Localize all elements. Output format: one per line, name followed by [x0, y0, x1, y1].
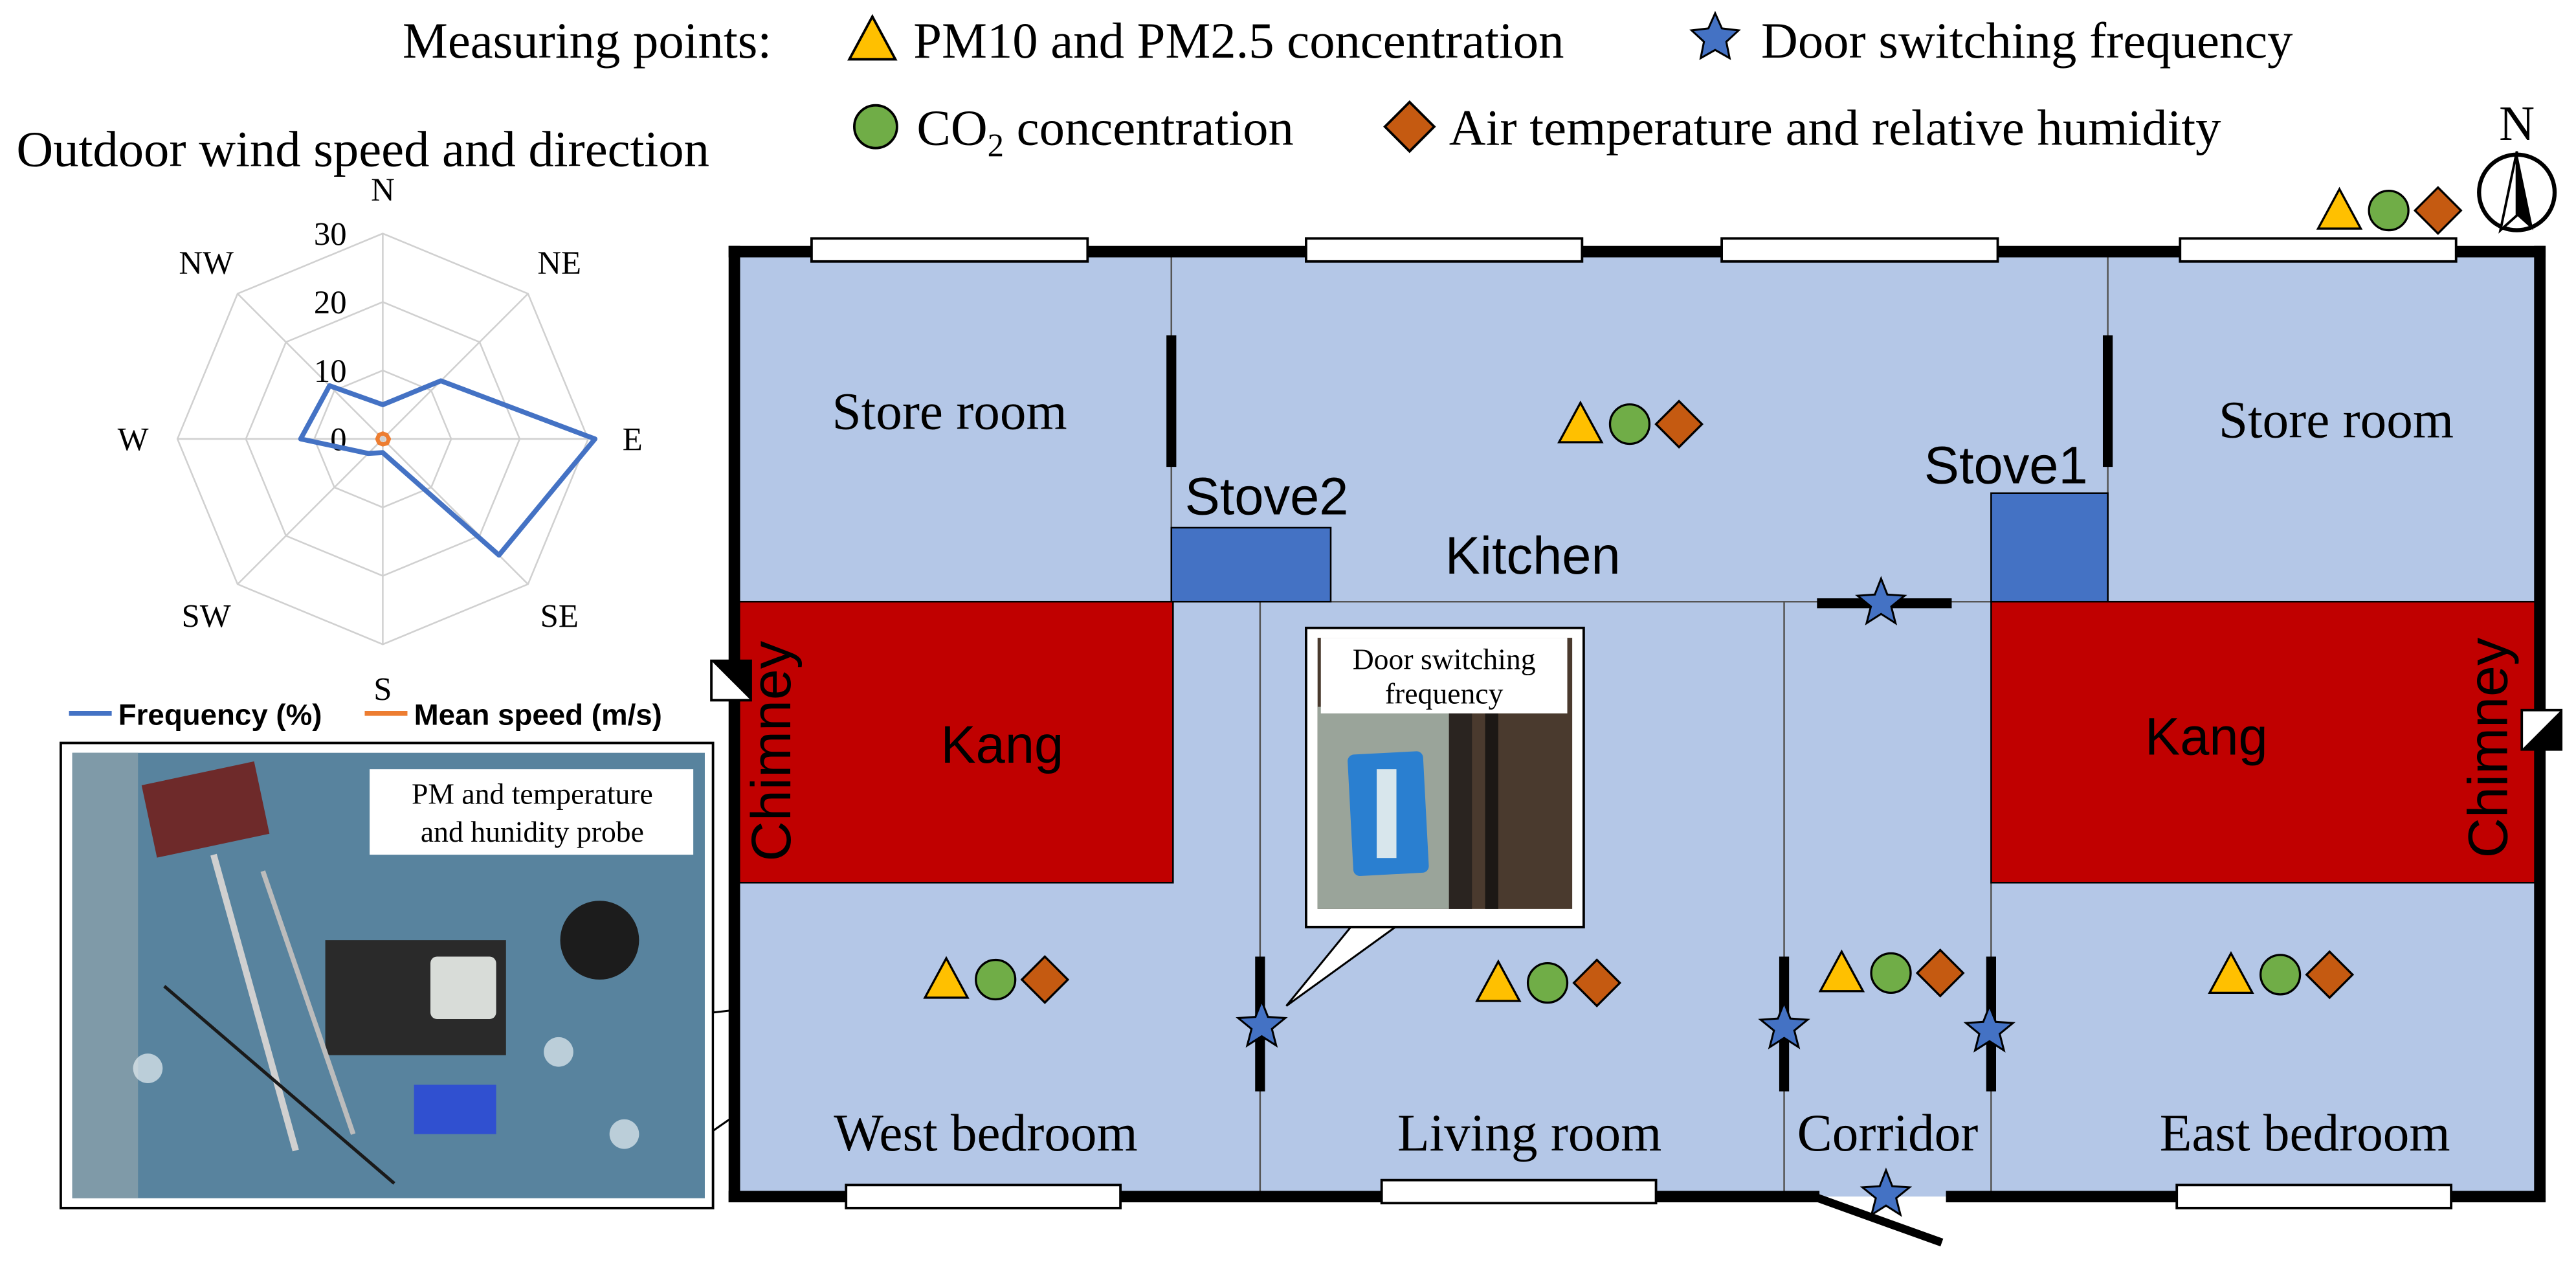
probe-photo: PM and temperature and hunidity probe	[60, 741, 715, 1209]
label-west-bedroom: West bedroom	[834, 1104, 1137, 1162]
wind-title: Outdoor wind speed and direction	[16, 122, 709, 178]
radar-tick-label: 10	[314, 353, 347, 389]
radar-spoke	[237, 293, 384, 440]
room-labels: Store room Store room Kitchen Stove2 Sto…	[740, 383, 2519, 1162]
radar-direction-label: SW	[182, 598, 231, 634]
north-arrow-icon: N	[2477, 96, 2557, 234]
temp-point-icon	[2305, 950, 2355, 1000]
legend-temp-label: Air temperature and relative humidity	[1449, 100, 2221, 157]
pm-point-icon	[2316, 186, 2363, 230]
temp-point-icon	[1654, 399, 1704, 449]
door-point-icon	[1860, 1167, 1913, 1217]
co2-point-icon	[2260, 954, 2302, 996]
radar-direction-label: E	[623, 421, 643, 458]
radar-direction-label: NW	[179, 245, 234, 281]
temp-point-icon	[1020, 955, 1070, 1004]
radar-direction-label: NE	[537, 245, 581, 281]
temp-point-icon	[1915, 949, 1965, 998]
wind-radar-chart: N NE E SE S SW W NW 0 10 20 30	[118, 172, 643, 708]
pm-marker-icon	[847, 14, 898, 61]
radar-direction-label: S	[373, 671, 392, 708]
legend-pm-label: PM10 and PM2.5 concentration	[913, 13, 1564, 69]
measuring-point-markers	[923, 186, 2463, 1217]
temp-point-icon	[2413, 186, 2463, 235]
door-photo-caption-line1: Door switching	[1353, 642, 1536, 675]
compass-label: N	[2499, 96, 2535, 151]
pm-point-icon	[2208, 950, 2254, 994]
legend-frequency: Frequency (%)	[118, 699, 322, 732]
label-stove1: Stove1	[1924, 436, 2088, 495]
pm-point-icon	[1475, 959, 1522, 1002]
door-point-icon	[1963, 1003, 2016, 1053]
pm-point-icon	[923, 956, 970, 999]
label-store-room-west: Store room	[832, 383, 1067, 441]
radar-legend: Frequency (%) Mean speed (m/s)	[69, 699, 662, 732]
door-marker-icon	[1689, 10, 1741, 60]
photo-caption-line1: PM and temperature	[412, 777, 653, 810]
chimney-flue-west	[710, 659, 752, 702]
radar-direction-label: W	[118, 421, 149, 458]
co2-point-icon	[975, 958, 1017, 1001]
door-point-icon	[1758, 1000, 1810, 1050]
legend-mean-speed: Mean speed (m/s)	[414, 699, 662, 732]
label-east-bedroom: East bedroom	[2160, 1104, 2450, 1162]
label-stove2: Stove2	[1185, 467, 1349, 526]
door-point-icon	[1855, 576, 1907, 625]
co2-point-icon	[1526, 962, 1569, 1004]
label-kitchen: Kitchen	[1445, 526, 1621, 585]
temp-marker-icon	[1383, 100, 1436, 153]
door-sensor-photo: Door switching frequency	[1305, 626, 1585, 928]
legend-prefix: Measuring points:	[403, 13, 772, 69]
radar-tick-label: 30	[314, 216, 347, 252]
label-chimney-west: Chimney	[740, 641, 803, 862]
door-photo-caption-line2: frequency	[1385, 677, 1504, 710]
co2-point-icon	[2368, 190, 2410, 232]
radar-direction-label: SE	[540, 598, 579, 634]
windows	[810, 237, 2458, 1209]
legend-door-label: Door switching frequency	[1761, 13, 2293, 69]
radar-tick-label: 0	[330, 421, 346, 458]
co2-marker-icon	[852, 104, 898, 150]
pm-point-icon	[1557, 400, 1604, 444]
legend: Measuring points: PM10 and PM2.5 concent…	[403, 10, 2293, 164]
label-corridor: Corridor	[1797, 1104, 1979, 1162]
radar-spoke	[382, 438, 529, 585]
radar-direction-label: N	[371, 172, 395, 208]
radar-spoke	[382, 293, 529, 440]
photo-caption-line2: and hunidity probe	[421, 815, 644, 848]
co2-point-icon	[1608, 403, 1651, 445]
label-kang-east: Kang	[2145, 707, 2268, 766]
chimney-flue-east	[2520, 708, 2563, 751]
radar-tick-label: 20	[314, 284, 347, 320]
series-mean-speed-line	[375, 431, 392, 447]
label-chimney-east: Chimney	[2457, 638, 2519, 859]
legend-co2-label: CO2 concentration	[916, 100, 1293, 164]
radar-spoke	[237, 438, 384, 585]
label-kang-west: Kang	[940, 715, 1063, 774]
door-point-icon	[1236, 998, 1288, 1048]
pm-point-icon	[1818, 949, 1865, 993]
label-store-room-east: Store room	[2219, 390, 2454, 449]
series-frequency-line	[298, 378, 598, 558]
co2-point-icon	[1870, 952, 1912, 994]
temp-point-icon	[1572, 958, 1622, 1007]
label-living-room: Living room	[1397, 1104, 1661, 1162]
